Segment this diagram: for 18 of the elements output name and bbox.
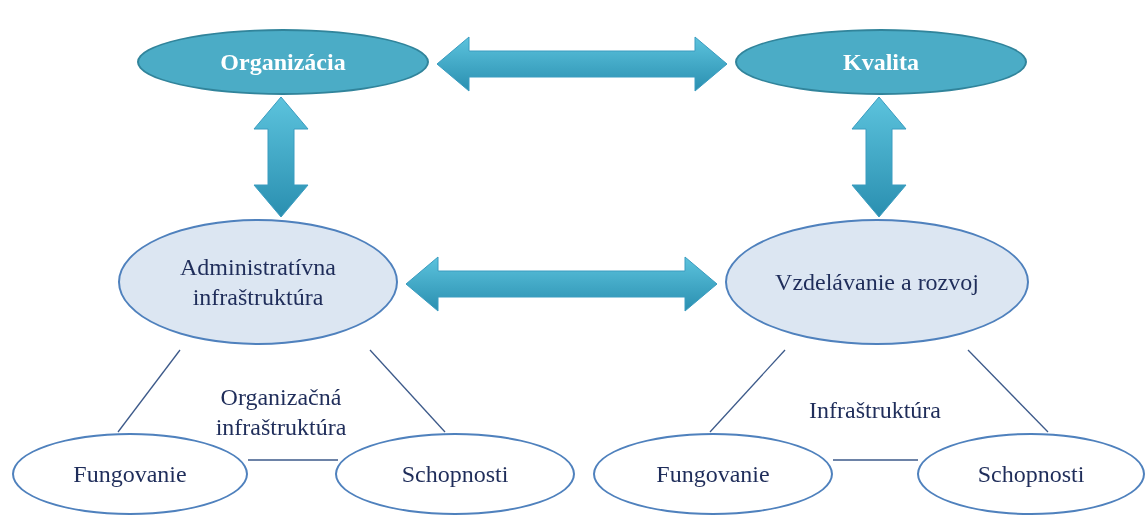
connector-line xyxy=(967,349,1049,433)
double-arrow xyxy=(851,96,907,218)
connector-line xyxy=(247,459,339,461)
double-arrow xyxy=(405,256,718,312)
node-label: Organizácia xyxy=(220,48,346,77)
double-arrow xyxy=(436,36,728,92)
node-label: Fungovanie xyxy=(656,460,770,489)
connector-line xyxy=(832,459,919,461)
double-arrow xyxy=(253,96,309,218)
connector-line xyxy=(369,349,446,433)
connector-line xyxy=(709,349,786,433)
node-label: Schopnosti xyxy=(401,460,509,489)
node-label: Administratívna infraštruktúra xyxy=(179,253,337,312)
node-label: Vzdelávanie a rozvoj xyxy=(775,268,979,297)
connector-line xyxy=(117,349,181,433)
node-label: Schopnosti xyxy=(977,460,1085,489)
node-label: Fungovanie xyxy=(73,460,187,489)
node-label: Kvalita xyxy=(843,48,919,77)
